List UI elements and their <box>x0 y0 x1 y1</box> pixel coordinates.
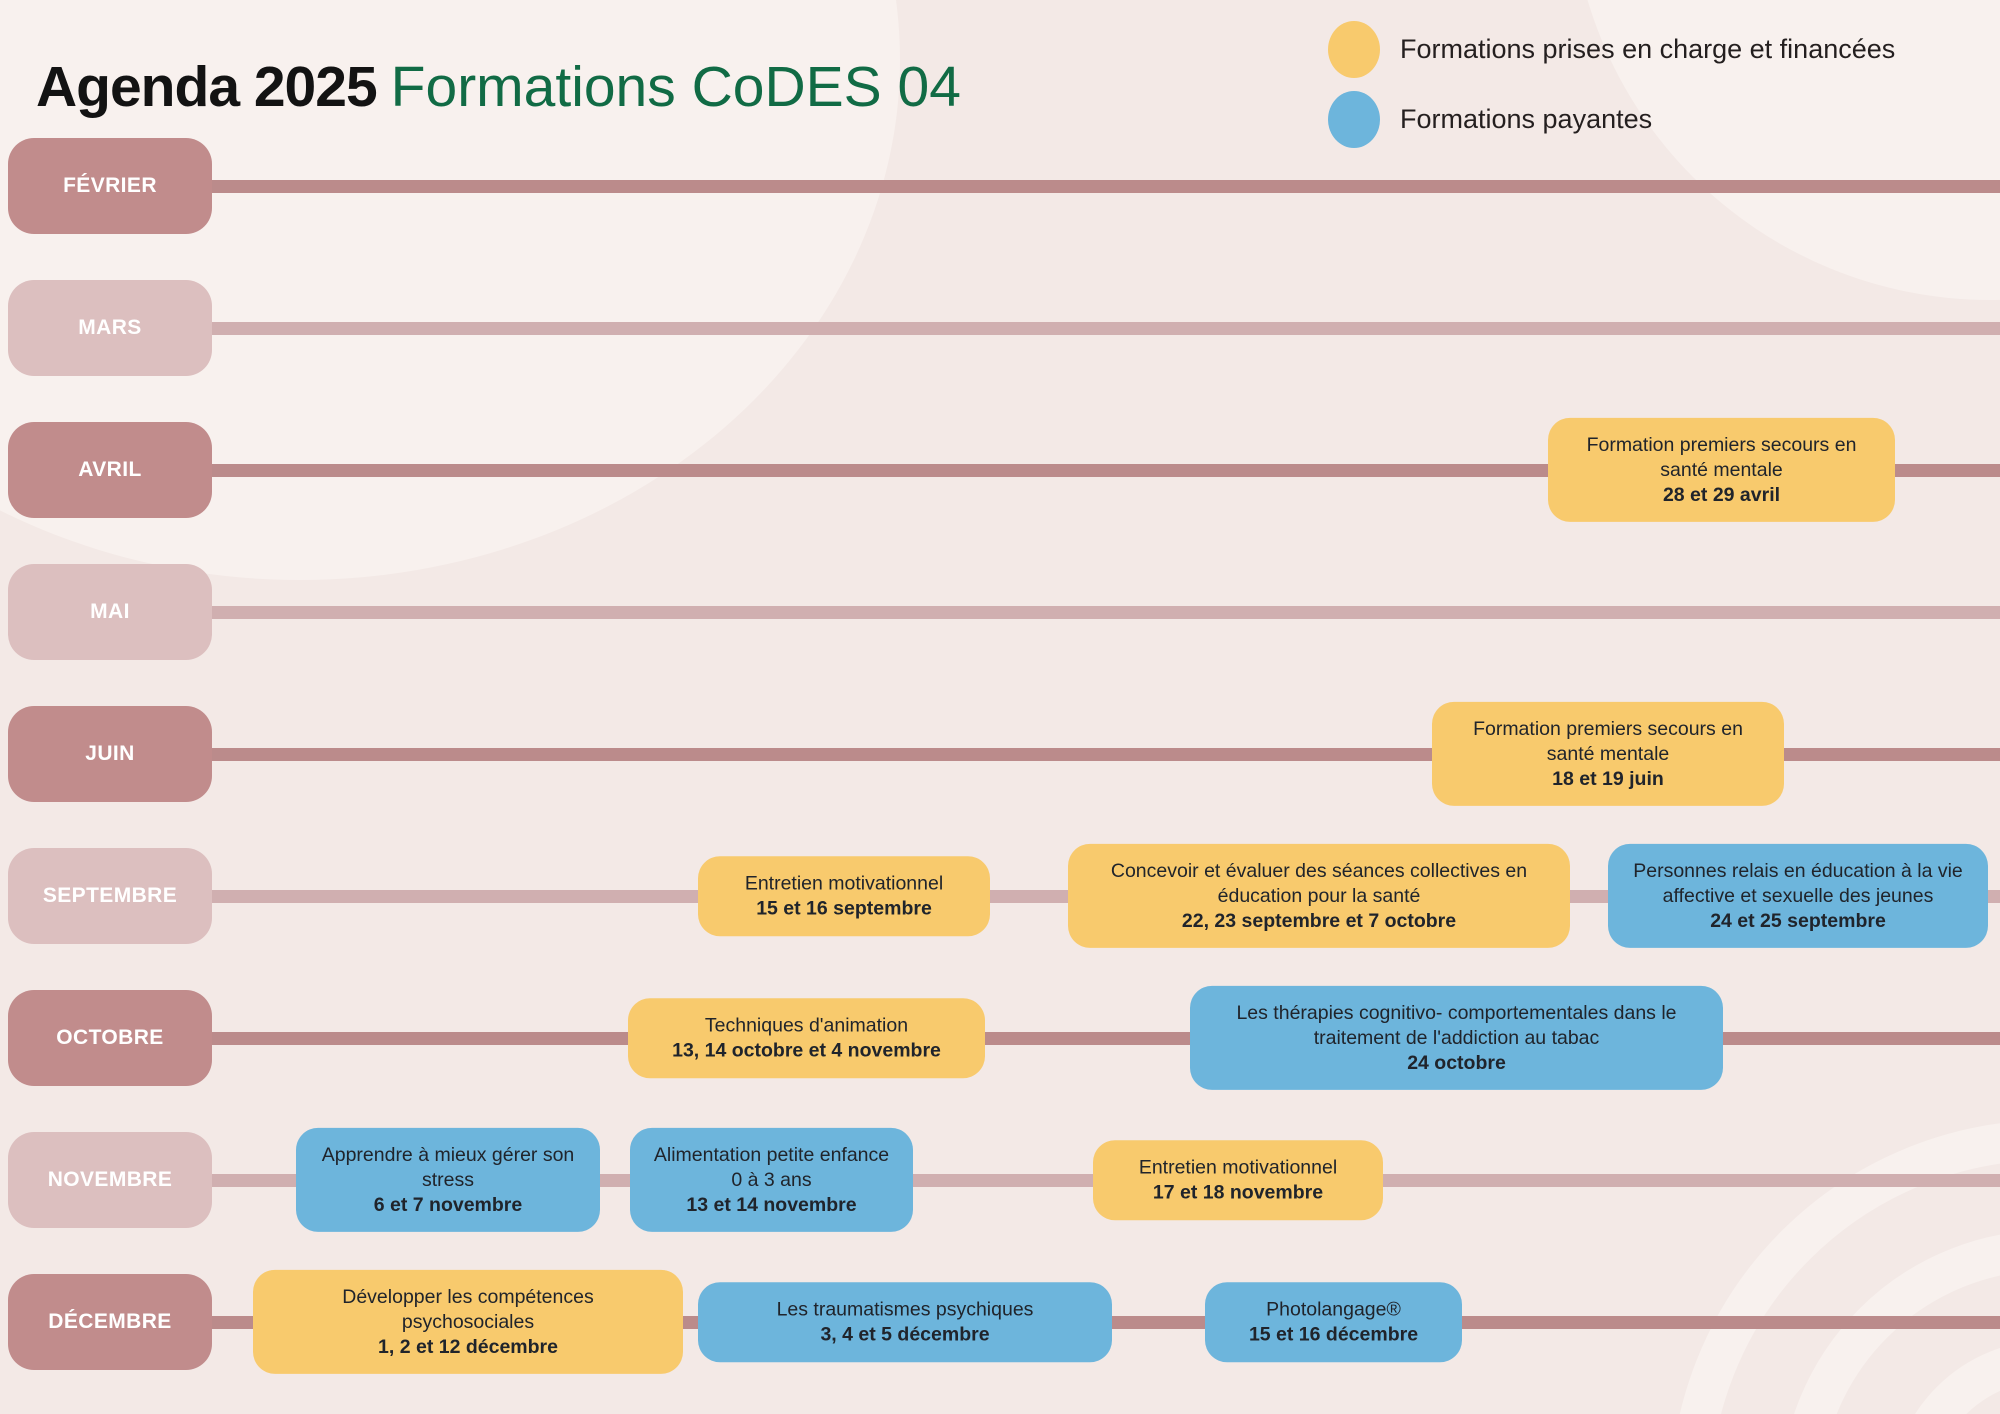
event-title: Concevoir et évaluer des séances collect… <box>1110 859 1528 907</box>
event-card-personnes-relais-en-education-a-la-vie-affective-et-sexuelle-des-jeunes: Personnes relais en éducation à la vie a… <box>1608 843 1988 949</box>
event-title: Entretien motivationnel <box>744 872 944 895</box>
timeline-line-mars <box>150 322 2000 335</box>
month-label-mars: MARS <box>8 280 212 376</box>
event-title: Entretien motivationnel <box>1138 1156 1338 1179</box>
event-date: 17 et 18 novembre <box>1152 1181 1324 1203</box>
month-label-decembre: DÉCEMBRE <box>8 1274 212 1370</box>
event-card-developper-les-competences-psychosociales: Développer les compétences psychosociale… <box>253 1269 683 1375</box>
event-title: Formation premiers secours en santé ment… <box>1473 717 1743 765</box>
event-card-concevoir-et-evaluer-des-seances-collectives-en-education-pour-la-sante: Concevoir et évaluer des séances collect… <box>1068 843 1570 949</box>
event-date: 28 et 29 avril <box>1662 483 1781 506</box>
legend-label-paid: Formations payantes <box>1400 103 1653 134</box>
page-title-year: Agenda 2025 <box>36 55 378 120</box>
funded-color-swatch <box>1328 20 1380 78</box>
event-date: 13 et 14 novembre <box>686 1193 857 1216</box>
event-title: Développer les compétences psychosociale… <box>342 1285 594 1333</box>
month-label-septembre: SEPTEMBRE <box>8 848 212 944</box>
legend: Formations prises en charge et financées… <box>1328 18 1895 158</box>
month-label-octobre: OCTOBRE <box>8 990 212 1086</box>
event-title: Les thérapies cognitivo- comportementale… <box>1236 1001 1677 1049</box>
timeline-line-fevrier <box>150 180 2000 193</box>
event-date: 15 et 16 décembre <box>1248 1323 1419 1345</box>
event-date: 15 et 16 septembre <box>756 897 932 919</box>
month-label-novembre: NOVEMBRE <box>8 1132 212 1228</box>
event-title: Techniques d'animation <box>704 1014 909 1037</box>
month-label-mai: MAI <box>8 564 212 660</box>
page-title-subject: Formations CoDES 04 <box>390 55 961 120</box>
event-title: Alimentation petite enfance 0 à 3 ans <box>653 1143 890 1191</box>
legend-item-paid: Formations payantes <box>1328 88 1895 150</box>
timeline-line-mai <box>150 606 2000 619</box>
event-title: Les traumatismes psychiques <box>776 1298 1034 1321</box>
paid-color-swatch <box>1328 90 1380 148</box>
event-date: 13, 14 octobre et 4 novembre <box>672 1039 941 1061</box>
timeline-line-novembre <box>150 1174 2000 1187</box>
event-card-formation-premiers-secours-en-sante-mentale: Formation premiers secours en santé ment… <box>1548 417 1895 523</box>
event-date: 24 octobre <box>1407 1051 1506 1074</box>
event-card-photolangage: Photolangage®15 et 16 décembre <box>1205 1282 1462 1362</box>
event-title: Photolangage® <box>1266 1298 1401 1321</box>
event-date: 18 et 19 juin <box>1552 767 1664 790</box>
month-label-fevrier: FÉVRIER <box>8 138 212 234</box>
legend-item-funded: Formations prises en charge et financées <box>1328 18 1895 80</box>
legend-label-funded: Formations prises en charge et financées <box>1400 33 1896 64</box>
event-date: 6 et 7 novembre <box>373 1193 523 1216</box>
event-date: 24 et 25 septembre <box>1710 909 1886 932</box>
month-label-avril: AVRIL <box>8 422 212 518</box>
event-title: Apprendre à mieux gérer son stress <box>321 1143 575 1191</box>
decorative-ring-large <box>1670 1120 2000 1414</box>
timeline-line-avril <box>150 464 2000 477</box>
event-title: Formation premiers secours en santé ment… <box>1586 433 1857 481</box>
event-date: 22, 23 septembre et 7 octobre <box>1181 909 1457 932</box>
event-date: 3, 4 et 5 décembre <box>820 1323 990 1345</box>
event-date: 1, 2 et 12 décembre <box>378 1335 558 1358</box>
event-card-les-therapies-cognitivo-comportementales-dans-le-traitement-de-l-addiction-au-tabac: Les thérapies cognitivo- comportementale… <box>1190 985 1723 1091</box>
month-label-juin: JUIN <box>8 706 212 802</box>
event-card-formation-premiers-secours-en-sante-mentale: Formation premiers secours en santé ment… <box>1432 701 1784 807</box>
event-title: Personnes relais en éducation à la vie a… <box>1633 859 1963 907</box>
